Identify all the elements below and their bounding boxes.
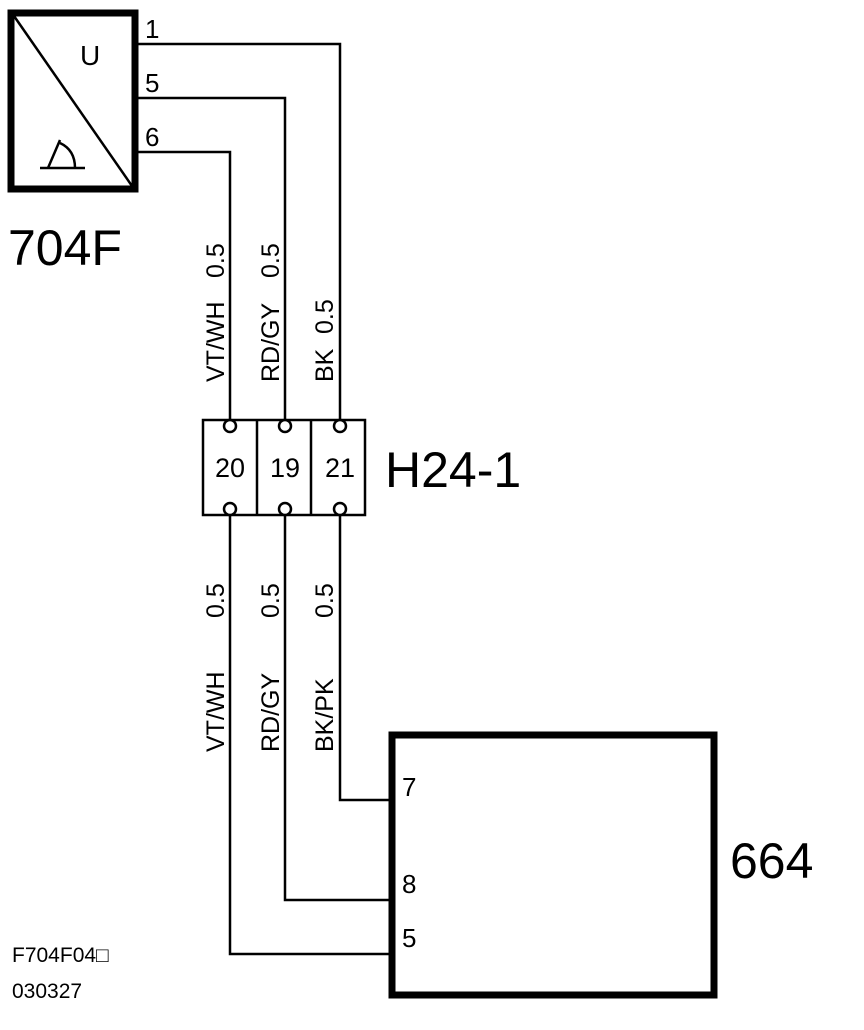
wire-upper-bk bbox=[138, 42, 342, 420]
sensor-angle-icon bbox=[40, 139, 85, 170]
connector-h24-1: 20 19 21 H24-1 bbox=[201, 418, 521, 517]
upper-wire-labels: VT/WH 0.5 RD/GY 0.5 BK 0.5 bbox=[202, 243, 339, 382]
wire-lower-bk-pk bbox=[338, 515, 392, 802]
component-664-box bbox=[388, 731, 718, 999]
component-664: 7 8 5 664 bbox=[388, 731, 813, 999]
wire-upper-rd-gy bbox=[138, 96, 287, 420]
connector-cell-19: 19 bbox=[270, 453, 300, 483]
component-704f: U 704F 1 5 6 bbox=[7, 9, 159, 276]
component-704f-pin-5: 5 bbox=[145, 68, 159, 98]
component-704f-pin-6: 6 bbox=[145, 122, 159, 152]
component-664-pin-5: 5 bbox=[402, 923, 416, 953]
wire-lower-vt-wh bbox=[228, 515, 392, 956]
upper-wire-color-rd-gy: RD/GY bbox=[257, 303, 285, 383]
terminal-top-19 bbox=[277, 418, 293, 434]
wire-upper-vt-wh bbox=[138, 150, 232, 420]
connector-h24-1-label: H24-1 bbox=[385, 442, 521, 498]
component-704f-diagonal bbox=[12, 15, 134, 187]
connector-cell-20: 20 bbox=[215, 453, 245, 483]
upper-wire-color-bk: BK bbox=[311, 348, 339, 382]
wire-lower-rd-gy bbox=[283, 515, 392, 902]
component-704f-box bbox=[7, 9, 139, 193]
footer: F704F04□ 030327 bbox=[12, 944, 109, 1003]
upper-wire-size-rd-gy: 0.5 bbox=[257, 243, 285, 278]
component-704f-label: 704F bbox=[8, 220, 122, 276]
component-704f-symbol-text: U bbox=[80, 40, 100, 71]
component-704f-pin-1: 1 bbox=[145, 14, 159, 44]
lower-wire-size-bk-pk: 0.5 bbox=[311, 583, 339, 618]
component-664-pin-7: 7 bbox=[402, 772, 416, 802]
lower-wire-size-vt-wh: 0.5 bbox=[202, 583, 230, 618]
lower-wire-color-bk-pk: BK/PK bbox=[311, 678, 339, 752]
terminal-bottom-21 bbox=[332, 501, 348, 517]
upper-wire-color-vt-wh: VT/WH bbox=[202, 301, 230, 382]
upper-wire-size-bk: 0.5 bbox=[311, 299, 339, 334]
component-664-label: 664 bbox=[730, 833, 813, 889]
lower-wire-size-rd-gy: 0.5 bbox=[257, 583, 285, 618]
component-664-pin-8: 8 bbox=[402, 869, 416, 899]
footer-date: 030327 bbox=[12, 980, 82, 1003]
upper-wires bbox=[138, 42, 342, 420]
terminal-top-20 bbox=[222, 418, 238, 434]
terminal-top-21 bbox=[332, 418, 348, 434]
lower-wire-color-rd-gy: RD/GY bbox=[257, 673, 285, 753]
footer-code: F704F04□ bbox=[12, 944, 109, 967]
lower-wire-labels: VT/WH 0.5 RD/GY 0.5 BK/PK 0.5 bbox=[202, 583, 339, 752]
upper-wire-size-vt-wh: 0.5 bbox=[202, 243, 230, 278]
connector-cell-21: 21 bbox=[325, 453, 355, 483]
terminal-bottom-20 bbox=[222, 501, 238, 517]
lower-wires bbox=[228, 515, 392, 956]
lower-wire-color-vt-wh: VT/WH bbox=[202, 671, 230, 752]
terminal-bottom-19 bbox=[277, 501, 293, 517]
